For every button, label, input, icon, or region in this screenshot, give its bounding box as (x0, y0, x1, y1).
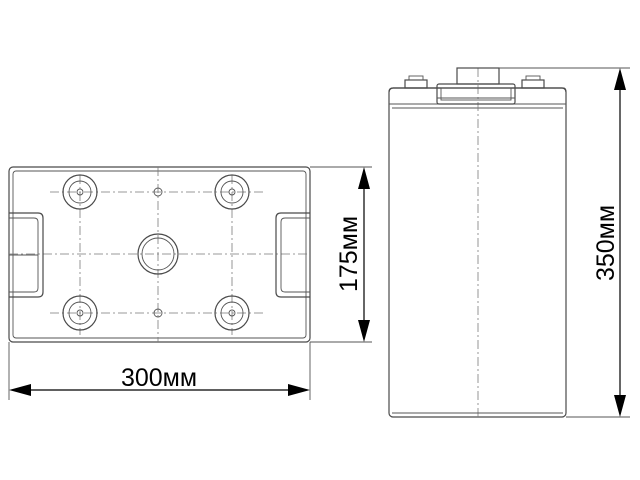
dimension-height: 350мм (499, 67, 630, 418)
side-vent-plug (436, 67, 516, 105)
vent-plug (137, 233, 179, 275)
top-view (8, 166, 311, 343)
terminal-bottom-left (62, 295, 98, 331)
dimension-width-arrow-top (358, 167, 370, 189)
marker-screw-top (153, 187, 163, 197)
dimension-length-arrow-left (9, 384, 31, 396)
dimension-width-label: 175мм (335, 216, 363, 292)
terminal-top-right (214, 174, 250, 210)
dimension-width: 175мм (310, 166, 372, 343)
side-view (388, 67, 567, 420)
dimension-height-arrow-bottom (614, 395, 626, 417)
dimension-width-arrow-bottom (358, 320, 370, 342)
side-terminal-left (404, 75, 428, 89)
terminal-bottom-right (214, 295, 250, 331)
handle-left (9, 212, 44, 298)
terminal-top-left (62, 174, 98, 210)
top-view-outline (8, 166, 311, 343)
side-terminal-right (521, 75, 545, 89)
side-view-body (388, 87, 567, 418)
marker-screw-bottom (153, 308, 163, 318)
dimension-length: 300мм (8, 342, 311, 400)
dimension-length-arrow-right (288, 384, 310, 396)
top-view-inner-lid (12, 170, 307, 339)
handle-right (275, 212, 310, 298)
dimension-height-label: 350мм (592, 205, 620, 281)
dimension-height-arrow-top (614, 68, 626, 90)
dimension-length-label: 300мм (121, 364, 197, 392)
